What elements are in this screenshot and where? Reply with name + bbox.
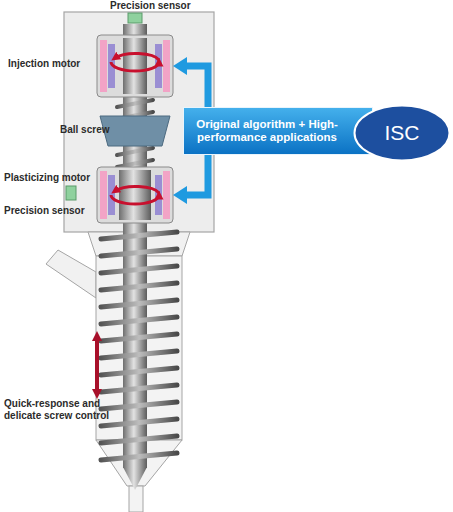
screw-flight (101, 351, 177, 358)
part-label: Quick-response and delicate screw contro… (4, 398, 122, 422)
screw-flight (101, 436, 177, 443)
plasticizing-motor-symbol (97, 167, 173, 223)
motion-arrow (95, 336, 99, 394)
motor-frame (97, 167, 173, 223)
algorithm-box: Original algorithm + High-performance ap… (183, 107, 373, 155)
screw-flight (101, 453, 177, 460)
control-arrow (187, 66, 208, 107)
screw-flight (117, 160, 153, 167)
nozzle (129, 486, 143, 512)
hopper (46, 250, 96, 298)
screw-flight (101, 283, 177, 290)
control-arrow (187, 155, 208, 195)
screw-shaft (123, 24, 147, 468)
motor-node: Plasticizing motor (97, 167, 173, 223)
sensor-symbol (66, 186, 76, 200)
node-text: Original algorithm + High-performance ap… (196, 118, 338, 144)
screw-flight (101, 232, 177, 239)
screw-flight (101, 300, 177, 307)
screw-flight (101, 249, 177, 256)
sensor-symbol (128, 13, 142, 23)
screw-flight (101, 266, 177, 273)
screw-flight (101, 368, 177, 375)
motor-rotor (119, 170, 151, 220)
screw-flight (101, 334, 177, 341)
part-label: Precision sensor (4, 205, 85, 217)
node-text: Plasticizing motor (4, 172, 90, 183)
rotation-arrow (111, 195, 159, 204)
screw-flight (101, 385, 177, 392)
part-label: Precision sensor (110, 0, 191, 12)
screw-flight (117, 100, 153, 107)
part-label: Ball screw (60, 124, 109, 136)
motor-coil (100, 40, 107, 92)
rotation-arrow (111, 62, 159, 71)
node-text: Injection motor (8, 58, 80, 69)
screw-flight (101, 317, 177, 324)
screw-flight (101, 419, 177, 426)
injection-motor-symbol (97, 35, 173, 97)
ball-screw-nut (100, 116, 170, 146)
motor-coil (163, 40, 170, 92)
node-text: ISC (353, 121, 451, 145)
screw-flight (117, 148, 153, 155)
screw-flights (101, 100, 177, 460)
motor-node: Injection motor (97, 35, 173, 97)
rotation-arrow (115, 53, 159, 60)
rotation-arrow (115, 186, 159, 193)
isc-ellipse: ISC (353, 104, 451, 162)
screw-tip (123, 467, 147, 490)
motor-frame (97, 35, 173, 97)
screw-flight (101, 402, 177, 409)
motor-coil (100, 171, 107, 219)
motor-rotor (123, 38, 147, 94)
motor-coil (163, 171, 170, 219)
